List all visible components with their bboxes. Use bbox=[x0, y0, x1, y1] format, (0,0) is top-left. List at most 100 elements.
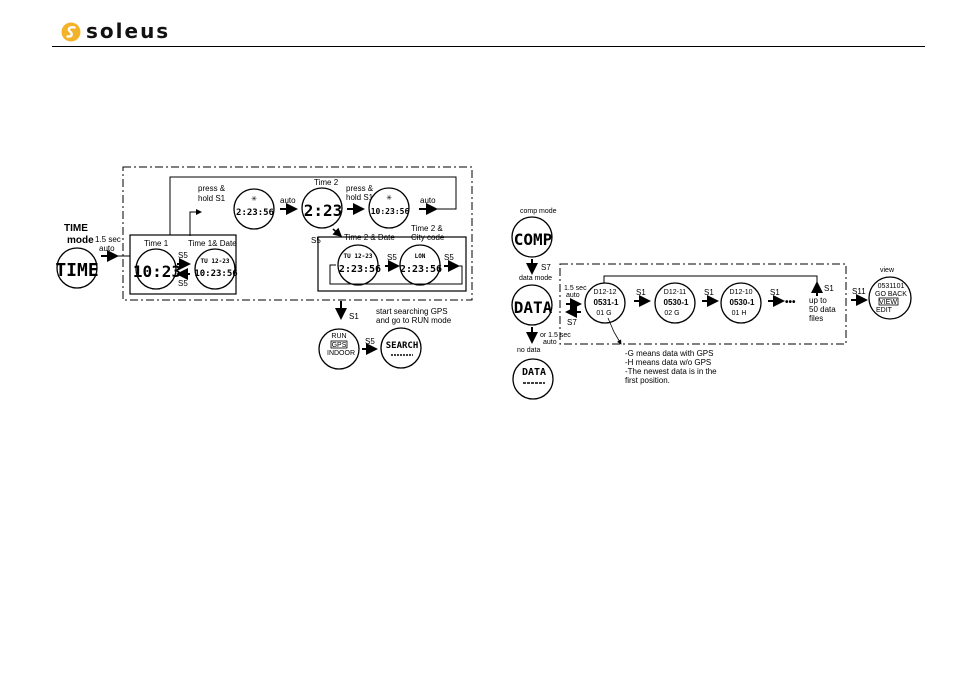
watch-time1date: TU 12-23 10:23:56 bbox=[194, 248, 238, 290]
search-note-1: start searching GPS bbox=[376, 307, 448, 316]
watch-time2city-top: LON bbox=[415, 253, 426, 260]
watch-time1: 10:23 bbox=[133, 248, 181, 290]
s1-label-a: S1 bbox=[636, 288, 646, 297]
soleus-logo-icon bbox=[61, 22, 81, 42]
data-mode-label: data mode bbox=[519, 275, 552, 282]
hold-auto-label: auto bbox=[566, 292, 580, 299]
watch-set-time2-display: 10:23:56 bbox=[371, 207, 410, 216]
no-data-label: no data bbox=[517, 347, 540, 354]
note-line-4: first position. bbox=[625, 376, 670, 385]
more-files-dots: ••• bbox=[785, 297, 796, 308]
data-file-3-top: D12-10 bbox=[730, 289, 753, 296]
watch-view-top: 0531101 bbox=[878, 283, 905, 290]
or-hold-label: or 1.5 sec bbox=[540, 332, 571, 339]
watch-run-indoor: INDOOR bbox=[327, 350, 355, 357]
note-line-1: -G means data with GPS bbox=[625, 349, 713, 358]
watch-search-display: SEARCH bbox=[386, 341, 419, 351]
search-note-2: and go to RUN mode bbox=[376, 316, 452, 325]
data-mode-flow: comp mode COMP S7 data mode DATA 1.5 sec… bbox=[511, 208, 912, 400]
data-file-1-sub: 01 G bbox=[596, 310, 611, 317]
watch-comp-display: COMP bbox=[514, 230, 553, 249]
s1-label-c: S1 bbox=[770, 288, 780, 297]
upto-label-2: 50 data bbox=[809, 305, 836, 314]
data-file-1: D12-12 0531-1 01 G bbox=[584, 282, 626, 324]
s7-down-label: S7 bbox=[541, 263, 551, 272]
watch-time-display: TIME bbox=[55, 260, 98, 281]
watch-time2-display: 2:23 bbox=[304, 201, 343, 220]
watch-go-back: GO BACK bbox=[875, 291, 907, 298]
s7-back-label: S7 bbox=[567, 318, 577, 327]
watch-data: DATA bbox=[511, 284, 553, 326]
s5-label-c: S5 bbox=[311, 236, 321, 245]
data-file-2-top: D12-11 bbox=[664, 289, 687, 296]
watch-no-data-display: DATA bbox=[522, 367, 546, 378]
data-file-3: D12-10 0530-1 01 H bbox=[720, 282, 762, 324]
data-file-1-main: 0531-1 bbox=[594, 298, 619, 307]
watch-data-display: DATA bbox=[514, 298, 553, 317]
watch-run-gps: GPS bbox=[332, 342, 347, 349]
header-divider bbox=[52, 46, 925, 47]
time-mode-frame bbox=[122, 166, 473, 301]
watch-run: RUN GPS INDOOR bbox=[318, 328, 360, 370]
time-mode-subtitle: mode bbox=[67, 235, 94, 246]
press-hold-1a: press & bbox=[198, 184, 226, 193]
note-line-2: -H means data w/o GPS bbox=[625, 358, 711, 367]
page-header: soleus bbox=[0, 0, 954, 50]
s11-label: S11 bbox=[852, 287, 866, 296]
svg-text:✳: ✳ bbox=[386, 194, 392, 202]
time-mode-title: TIME bbox=[64, 223, 88, 234]
watch-time2date: TU 12-23 2:23:56 bbox=[337, 244, 381, 286]
svg-text:✳: ✳ bbox=[251, 195, 257, 203]
time1-label: Time 1 bbox=[144, 239, 169, 248]
time2date-label: Time 2 & Date bbox=[344, 233, 395, 242]
arrow-label-hold: 1.5 sec bbox=[95, 235, 121, 244]
watch-search: SEARCH bbox=[380, 327, 422, 369]
time1date-label: Time 1& Date bbox=[188, 239, 237, 248]
brand-name: soleus bbox=[86, 19, 171, 43]
watch-time1date-main: 10:23:56 bbox=[194, 269, 237, 279]
watch-edit-item: EDIT bbox=[876, 307, 893, 314]
s1-down-label: S1 bbox=[349, 312, 359, 321]
time-mode-flow: TIME mode TIME 1.5 sec auto Time 1 10:23… bbox=[55, 166, 473, 370]
s5-label-f: S5 bbox=[365, 337, 375, 346]
time2city-label-2: City code bbox=[411, 233, 445, 242]
s5-label-e: S5 bbox=[444, 253, 454, 262]
watch-comp: COMP bbox=[511, 216, 553, 258]
watch-no-data: DATA bbox=[512, 358, 554, 400]
time1-box bbox=[129, 234, 237, 295]
watch-time: TIME bbox=[55, 247, 99, 289]
watch-time1-display: 10:23 bbox=[133, 262, 181, 281]
arrow-label-auto: auto bbox=[99, 244, 115, 253]
press-hold-2a: press & bbox=[346, 184, 374, 193]
auto-label-1: auto bbox=[280, 196, 296, 205]
s5-label-a: S5 bbox=[178, 251, 188, 260]
view-label: view bbox=[880, 267, 895, 274]
data-file-3-main: 0530-1 bbox=[730, 298, 755, 307]
watch-time1date-top: TU 12-23 bbox=[201, 258, 230, 265]
watch-set-time2: ✳ 10:23:56 bbox=[368, 187, 410, 229]
auto-label-2: auto bbox=[420, 196, 436, 205]
data-file-1-top: D12-12 bbox=[594, 289, 617, 296]
time2-box bbox=[317, 236, 467, 292]
note-line-3: -The newest data is in the bbox=[625, 367, 717, 376]
s5-label-d: S5 bbox=[387, 253, 397, 262]
watch-set-time1: ✳ 2:23:56 bbox=[233, 188, 275, 230]
watch-time2date-main: 2:23:56 bbox=[339, 264, 381, 275]
data-file-2: D12-11 0530-1 02 G bbox=[654, 282, 696, 324]
press-hold-2b: hold S1 bbox=[346, 193, 374, 202]
data-file-3-sub: 01 H bbox=[732, 310, 747, 317]
time2city-label-1: Time 2 & bbox=[411, 224, 443, 233]
time2-label: Time 2 bbox=[314, 178, 339, 187]
watch-view-menu: 0531101 GO BACK VIEW EDIT bbox=[868, 276, 912, 320]
watch-run-top: RUN bbox=[331, 333, 346, 340]
comp-mode-label: comp mode bbox=[520, 208, 557, 215]
watch-set-time1-display: 2:23:56 bbox=[236, 208, 274, 218]
watch-time2date-top: TU 12-23 bbox=[344, 253, 373, 260]
upto-label-3: files bbox=[809, 314, 823, 323]
s1-label-b: S1 bbox=[704, 288, 714, 297]
watch-view-item: VIEW bbox=[879, 299, 897, 306]
data-file-2-sub: 02 G bbox=[664, 310, 679, 317]
watch-time2city-main: 2:23:56 bbox=[400, 264, 442, 275]
data-file-2-main: 0530-1 bbox=[664, 298, 689, 307]
